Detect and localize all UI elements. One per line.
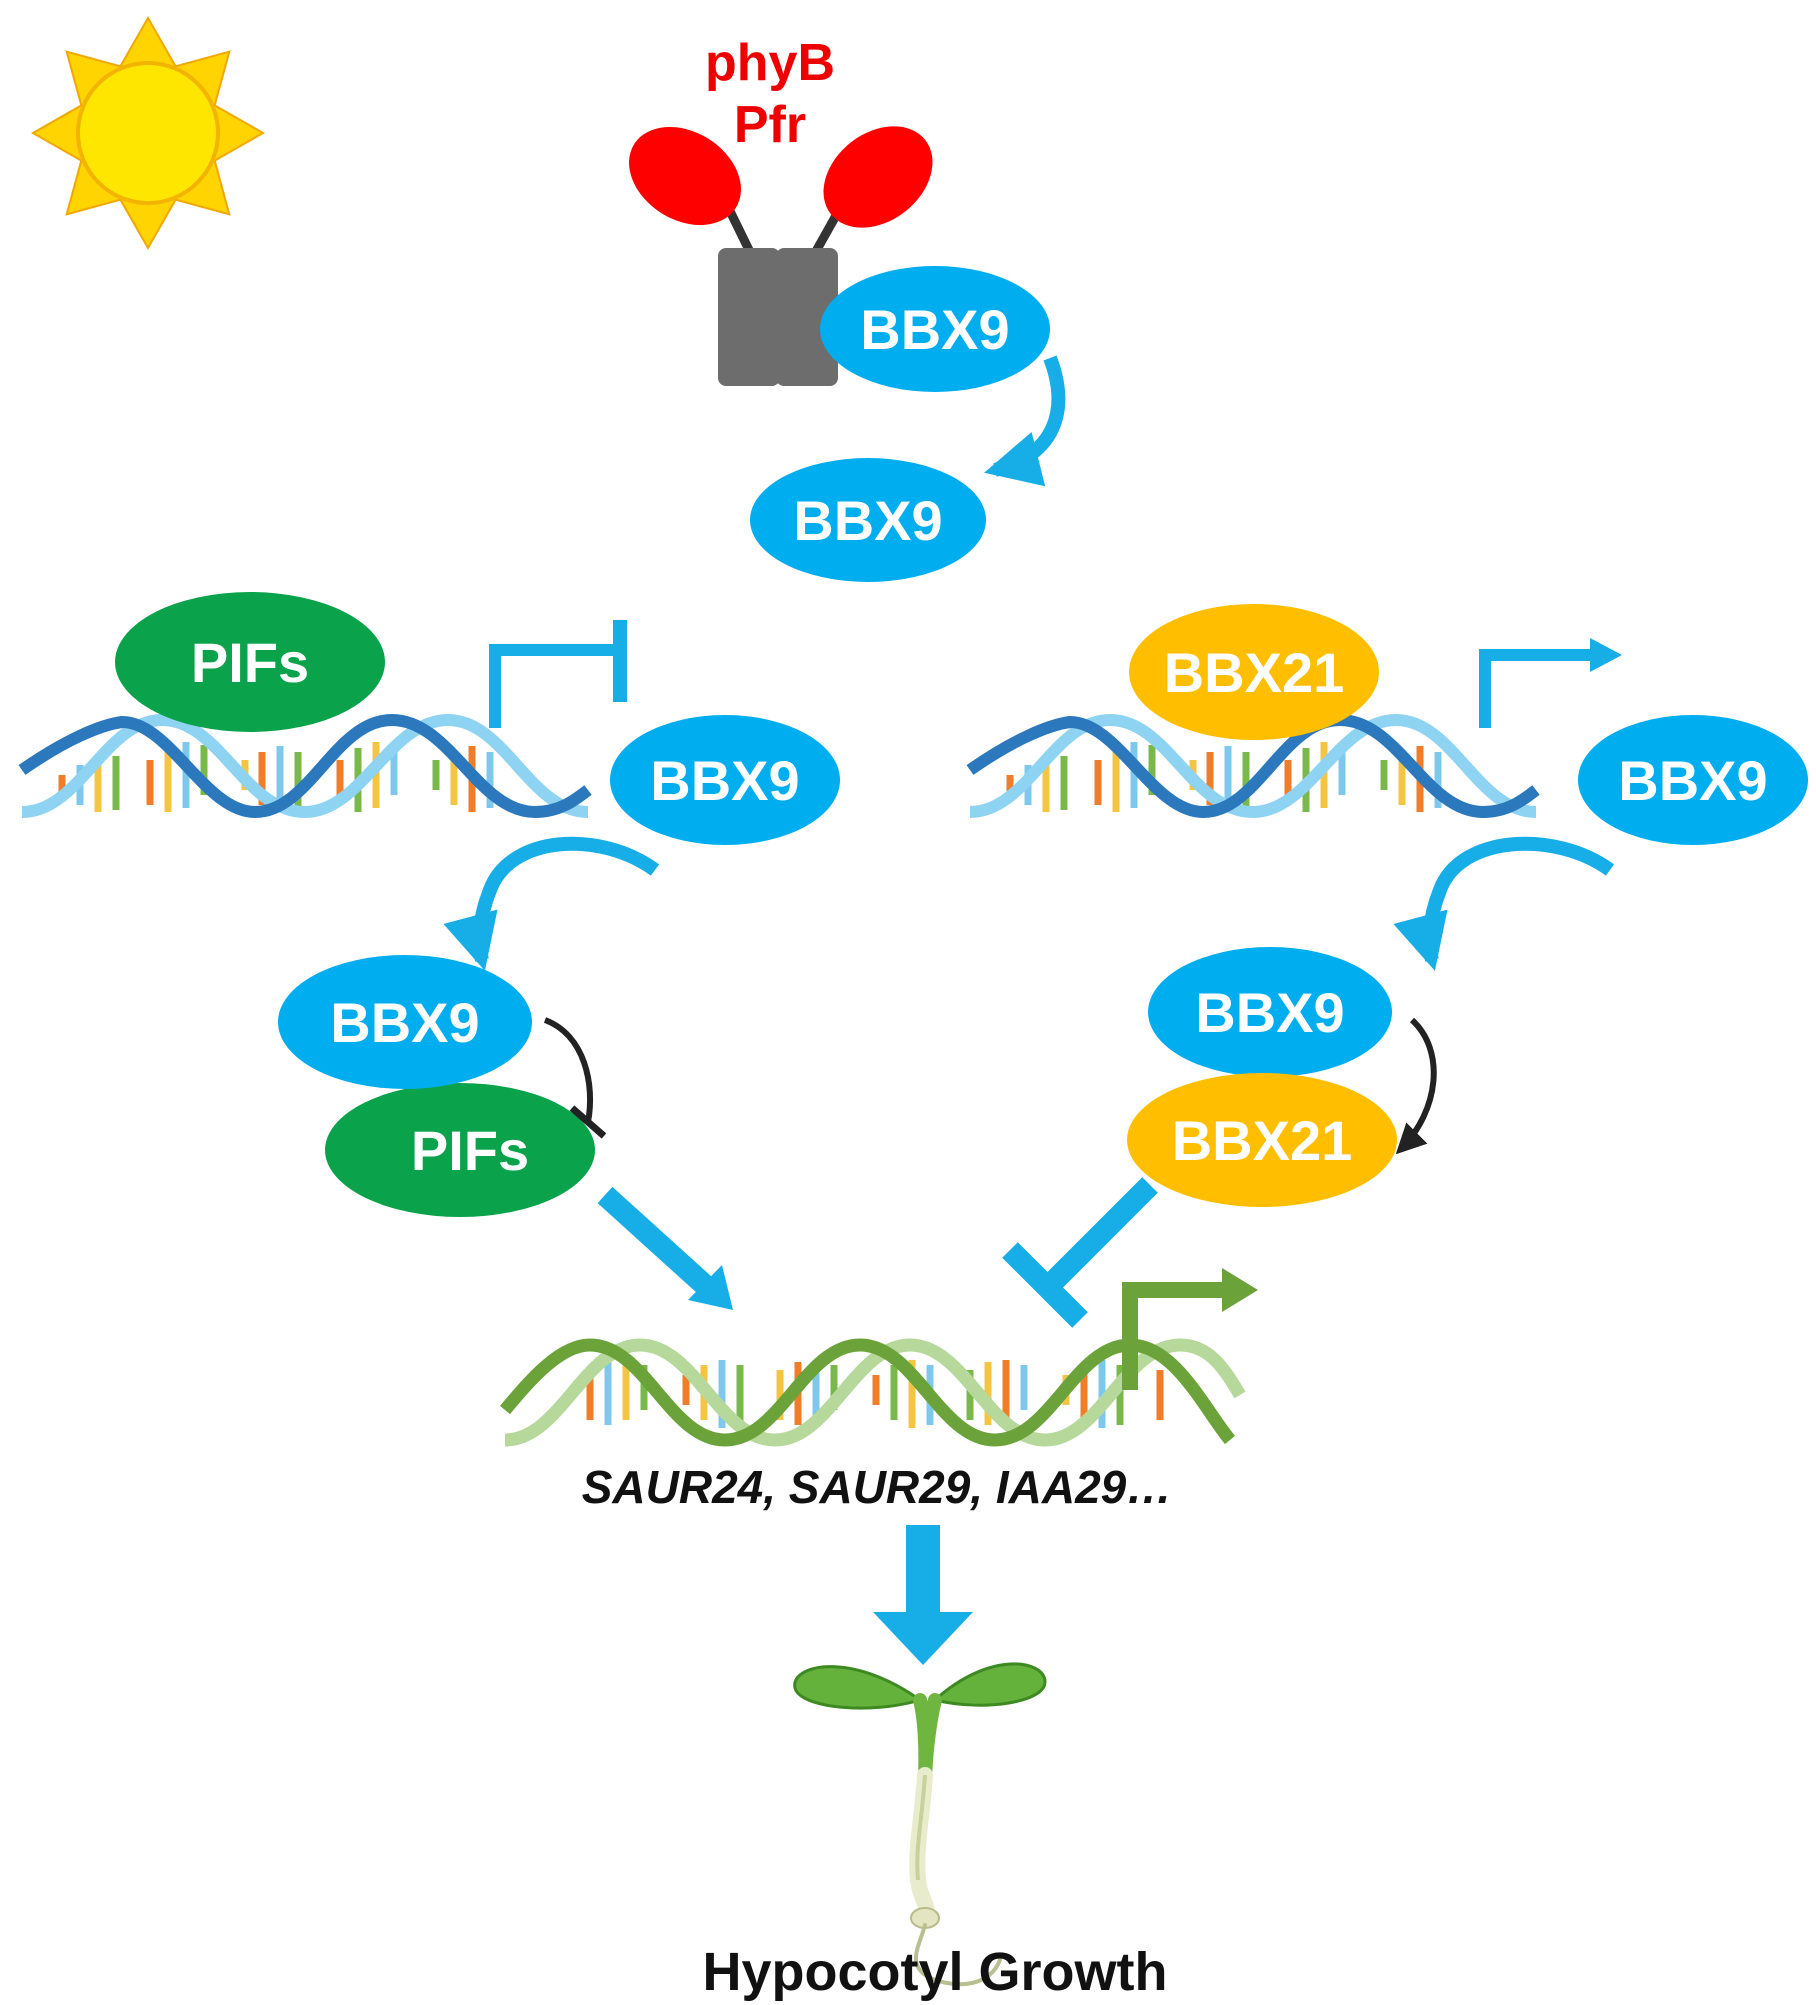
phyb-dimer	[629, 126, 933, 386]
pifs-complex-node	[325, 1083, 595, 1217]
bbx9-released-node	[750, 458, 986, 582]
activate-bbx21-arrow	[1395, 1017, 1437, 1155]
bbx21-on-dna-node	[1129, 604, 1379, 740]
inhibition-bar-left	[489, 644, 620, 728]
pifs-complex-label: PIFs	[411, 1119, 529, 1182]
bbx9-to-bbx21-arrow	[1393, 836, 1615, 971]
gene-activation-arrow	[1122, 1282, 1228, 1390]
phyb-label: phyB	[705, 34, 835, 92]
bbx9-released-label: BBX9	[793, 489, 942, 552]
bbx9-to-pifs-arrow	[443, 836, 660, 971]
dna-right-icon	[966, 713, 1540, 819]
pifs-on-dna-node	[115, 592, 385, 732]
pfr-label: Pfr	[734, 96, 806, 154]
phyb-body-left	[718, 248, 780, 386]
bbx9-left-label: BBX9	[650, 749, 799, 812]
release-arrow	[984, 355, 1066, 487]
target-genes-label: SAUR24, SAUR29, IAA29…	[582, 1461, 1173, 1513]
genes-to-growth-arrow	[906, 1525, 940, 1620]
bbx9-bound-node	[820, 266, 1050, 392]
bbx9-left-node	[610, 715, 840, 845]
bbx9-complex-right-label: BBX9	[1195, 981, 1344, 1044]
bbx9-bound-label: BBX9	[860, 298, 1009, 361]
dna-left-icon	[18, 713, 592, 819]
inhibit-pifs-arrow	[543, 1017, 594, 1123]
phyb-pfr-label: phyB Pfr	[705, 34, 835, 154]
bbx9-right-label: BBX9	[1618, 749, 1767, 812]
bbx21-complex-label: BBX21	[1172, 1109, 1353, 1172]
seedling-icon	[793, 1662, 1047, 1987]
pifs-on-dna-label: PIFs	[191, 631, 309, 694]
phyb-head-left	[629, 126, 741, 226]
outcome-label: Hypocotyl Growth	[702, 1942, 1167, 2002]
bbx21-on-dna-label: BBX21	[1164, 641, 1345, 704]
bbx9-complex-right-node	[1148, 947, 1392, 1077]
bbx21-complex-node	[1127, 1073, 1397, 1207]
activation-arrow-right	[1479, 649, 1595, 728]
phyb-head-right	[823, 126, 933, 228]
bbx9-complex-left-node	[278, 955, 532, 1089]
bbx9-complex-left-label: BBX9	[330, 991, 479, 1054]
bbx9-right-node	[1578, 715, 1808, 845]
dna-target-icon	[500, 1338, 1246, 1447]
bbx21-inhibit-genes-bar	[1047, 1177, 1158, 1288]
pifs-activate-genes-arrow	[597, 1186, 718, 1299]
sun-icon	[30, 15, 266, 251]
phyb-body-right	[776, 248, 838, 386]
